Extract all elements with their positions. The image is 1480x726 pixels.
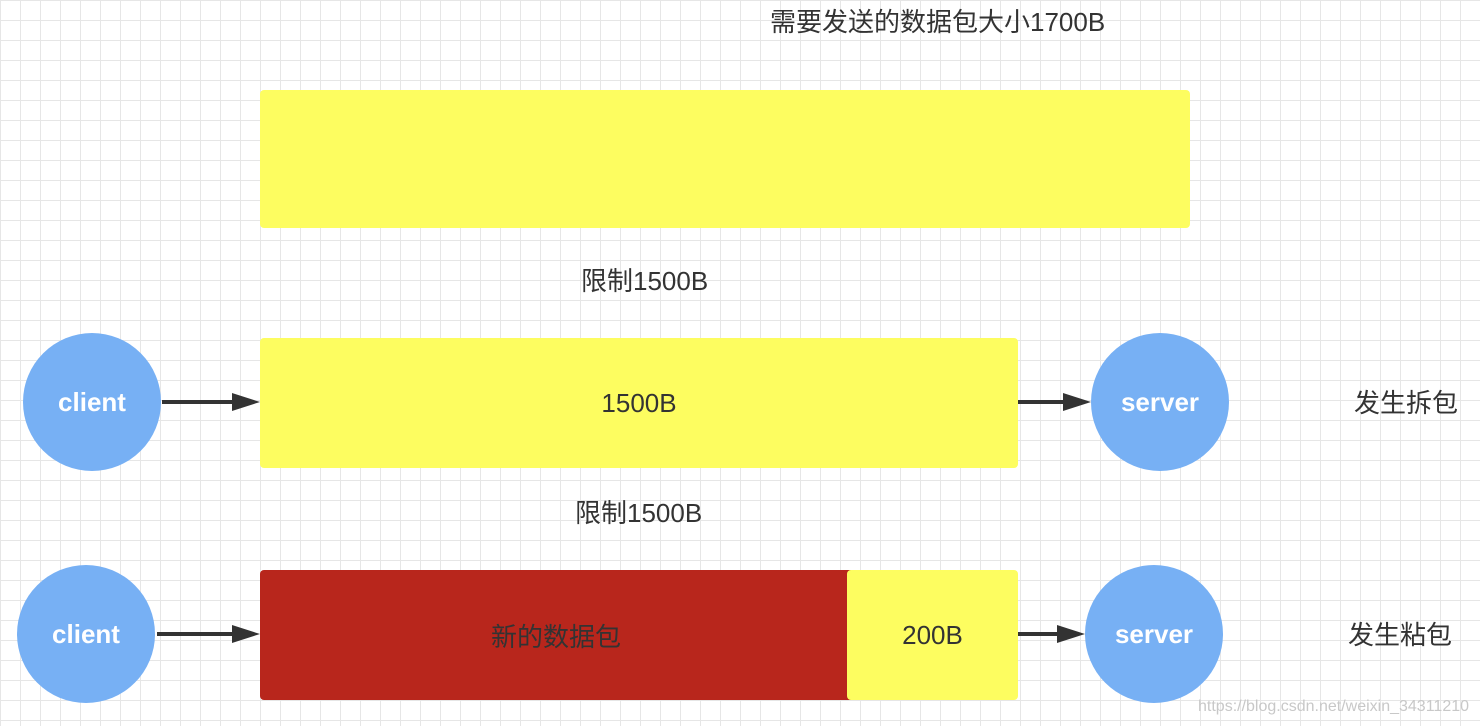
client-node-1: client bbox=[23, 333, 161, 471]
arrow-packet-to-server-2 bbox=[1018, 625, 1085, 643]
outcome-label-sticky: 发生粘包 bbox=[1348, 620, 1453, 650]
new-packet-label: 新的数据包 bbox=[490, 621, 621, 652]
remainder-200b-block: 200B bbox=[847, 570, 1018, 700]
full-packet-block bbox=[260, 90, 1190, 228]
server-node-1: server bbox=[1091, 333, 1229, 471]
packet-1500b: 1500B bbox=[260, 338, 1018, 468]
arrow-client-to-packet-1 bbox=[162, 393, 260, 411]
server-label-2: server bbox=[1114, 618, 1194, 649]
arrow-packet-to-server-1 bbox=[1018, 393, 1091, 411]
outcome-label-unpack: 发生拆包 bbox=[1354, 388, 1459, 418]
new-packet-block: 新的数据包 bbox=[260, 570, 852, 700]
client-label-2: client bbox=[52, 618, 120, 649]
watermark-text: https://blog.csdn.net/weixin_34311210 bbox=[1198, 698, 1470, 715]
client-label-1: client bbox=[58, 386, 126, 417]
packet-size-title: 需要发送的数据包大小1700B bbox=[770, 7, 1106, 37]
server-node-2: server bbox=[1085, 565, 1223, 703]
arrow-client-to-packet-2 bbox=[157, 625, 260, 643]
packet-1500b-label: 1500B bbox=[601, 387, 677, 418]
server-label-1: server bbox=[1120, 386, 1200, 417]
client-node-2: client bbox=[17, 565, 155, 703]
limit-label-2: 限制1500B bbox=[575, 498, 703, 528]
limit-label-1: 限制1500B bbox=[581, 266, 709, 296]
remainder-200b-label: 200B bbox=[902, 619, 963, 650]
